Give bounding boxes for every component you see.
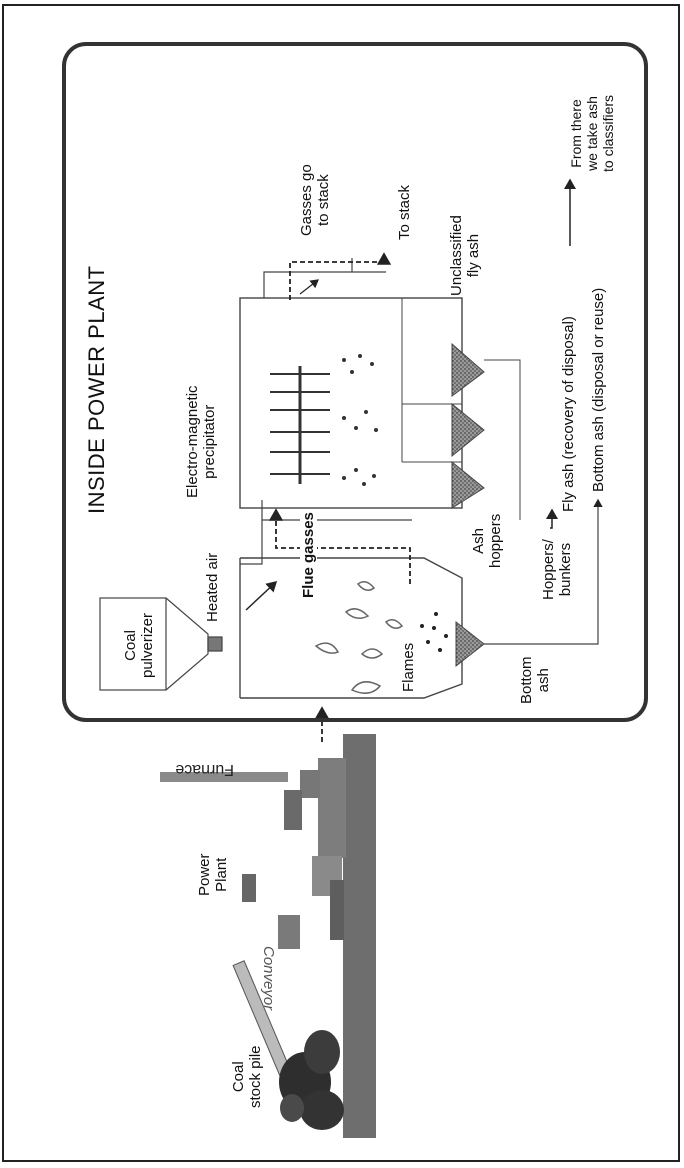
label-furnace: Furnace (175, 761, 234, 778)
label-flue-gasses: Flue gasses (300, 510, 317, 600)
ground-strip (343, 734, 376, 1138)
label-ash-hoppers: Ash hoppers (470, 513, 504, 568)
label-coal-pulverizer: Coal pulverizer (122, 612, 156, 678)
label-bottom-ash: Bottom ash (518, 656, 552, 704)
ash-hopper-2 (451, 402, 485, 458)
bottom-ash-line (484, 498, 603, 645)
label-precipitator: Electro-magnetic precipitator (184, 385, 218, 498)
stack-outlet-duct (263, 258, 386, 298)
label-to-stack: To stack (396, 184, 413, 240)
flue-gas-duct (240, 500, 412, 565)
hopper-bunker-line (484, 359, 521, 520)
plant-building-2 (300, 770, 320, 798)
label-flames: Flames (400, 642, 417, 692)
inside-plant-panel (62, 42, 648, 722)
label-fly-ash-line: Fly ash (recovery of disposal) (560, 316, 577, 512)
label-unclassified-fly-ash: Unclassified fly ash (448, 215, 482, 296)
gasses-label-arrow (299, 279, 319, 295)
plant-building-5 (278, 915, 300, 949)
heated-air-arrow (245, 580, 278, 611)
fly-ash-line (546, 508, 558, 529)
plant-building-3 (284, 790, 302, 830)
gasses-to-stack-path (289, 252, 392, 300)
flue-gas-path (268, 508, 411, 584)
label-hoppers-bunkers: Hoppers/ bunkers (540, 539, 574, 600)
image-frame (2, 4, 680, 1162)
label-heated-air: Heated air (204, 552, 221, 622)
label-classifiers: From there we take ash to classifiers (568, 94, 616, 172)
plant-building-6 (330, 880, 344, 940)
label-conveyor: Conveyor (260, 946, 277, 1011)
diagram-title: INSIDE POWER PLANT (84, 265, 109, 514)
precipitator-electrodes (270, 366, 330, 484)
plant-annex (242, 874, 256, 902)
ash-hopper-3 (451, 460, 485, 509)
coal-pulverizer (99, 597, 223, 691)
coal-stock-pile (279, 1030, 344, 1130)
label-coal-stock-pile: Coal stock pile (230, 1045, 264, 1108)
ash-hopper-1 (451, 342, 485, 397)
bottom-ash-hopper (455, 620, 485, 668)
flames (314, 581, 404, 694)
particle-dots (342, 354, 378, 486)
precipitator-body (239, 297, 463, 509)
label-gasses-go-to-stack: Gasses go to stack (298, 164, 332, 236)
plant-building-1 (318, 758, 346, 858)
label-bottom-ash-line: Bottom ash (disposal or reuse) (590, 287, 607, 492)
furnace-chimney (160, 772, 288, 782)
label-power-plant: Power Plant (196, 853, 230, 896)
falling-ash-dots (420, 612, 448, 652)
